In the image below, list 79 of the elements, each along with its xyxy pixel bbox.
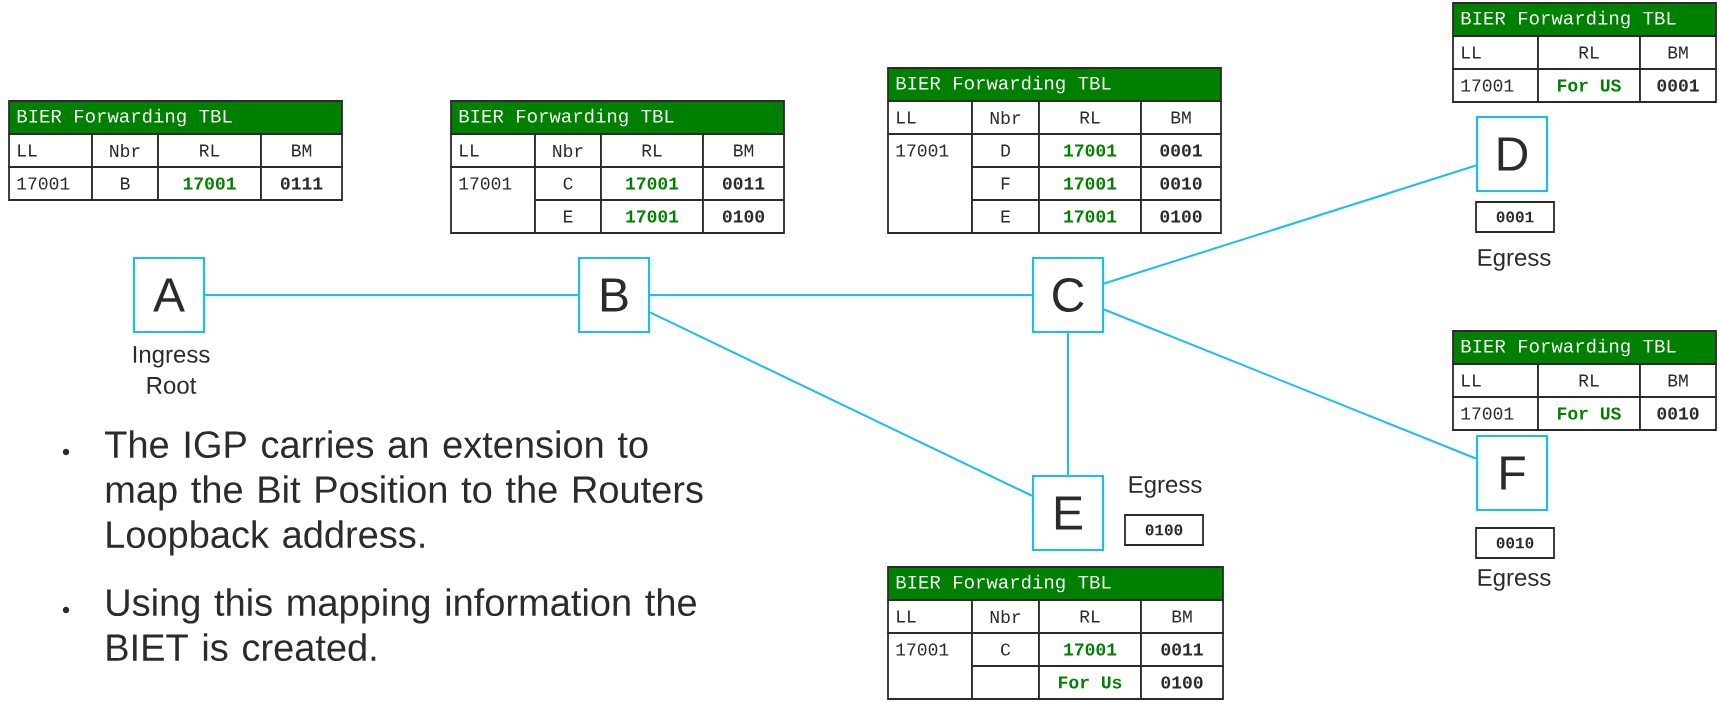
table-header-cell: RL [1537, 35, 1641, 70]
table-cell: 17001 [1038, 166, 1142, 201]
table-cell: 17001 [157, 166, 262, 201]
table-cell: 0111 [260, 166, 343, 201]
table-cell: 0100 [1140, 665, 1224, 700]
link-line [649, 294, 1033, 296]
title-bar: BIER Forwarding TBL [450, 100, 785, 135]
bitmask-box: 0001 [1475, 201, 1555, 233]
router-box: F [1475, 434, 1549, 512]
node-caption: Egress [1129, 476, 1202, 498]
table-header-cell: Nbr [971, 599, 1040, 634]
table-header-cell: Nbr [534, 133, 602, 168]
table-cell: 17001 [1038, 632, 1142, 667]
title-bar: BIER Forwarding TBL [1452, 330, 1717, 365]
bullet-text: Using this mapping information the BIET is created. [107, 588, 696, 662]
node-caption: Egress [1478, 249, 1551, 271]
router-box: E [1031, 474, 1105, 552]
table-cell: For US [1537, 396, 1641, 431]
table-cell: 17001 [1452, 396, 1539, 431]
link-line [649, 311, 1033, 497]
table-cell: C [971, 632, 1040, 667]
table-cell: 17001 [1038, 133, 1142, 168]
title-bar: BIER Forwarding TBL [887, 67, 1222, 102]
table-cell: 17001 [1038, 199, 1142, 234]
table-cell: B [91, 166, 159, 201]
link-line [204, 294, 579, 296]
router-box: C [1031, 256, 1105, 334]
table-header-cell: BM [1140, 100, 1222, 135]
table-cell: E [971, 199, 1040, 234]
link-line [1103, 308, 1477, 460]
table-header-cell: Nbr [91, 133, 159, 168]
table-cell: For US [1537, 68, 1641, 103]
router-box: D [1475, 115, 1549, 193]
table-header-cell: LL [8, 133, 93, 168]
table-header-cell: RL [600, 133, 704, 168]
title-bar: BIER Forwarding TBL [1452, 2, 1717, 37]
bitmask-box: 0010 [1475, 527, 1555, 559]
table-header-cell: BM [1140, 599, 1224, 634]
table-header-cell: LL [887, 100, 973, 135]
link-line [1103, 164, 1477, 285]
bitmask-box: 0100 [1124, 514, 1204, 546]
table-header-cell: BM [702, 133, 785, 168]
table-cell: F [971, 166, 1040, 201]
table-cell: 0001 [1639, 68, 1717, 103]
title-bar: BIER Forwarding TBL [8, 100, 343, 135]
table-cell: 17001 [1452, 68, 1539, 103]
title-bar: BIER Forwarding TBL [887, 566, 1224, 601]
table-cell: D [971, 133, 1040, 168]
table-cell: For Us [1038, 665, 1142, 700]
table-cell: 17001 [600, 166, 704, 201]
table-header-cell: BM [1639, 35, 1717, 70]
node-caption: Egress [1478, 569, 1551, 591]
table-cell: 0100 [1140, 199, 1222, 234]
table-header-cell: BM [260, 133, 343, 168]
table-cell: 0100 [702, 199, 785, 234]
bullet-text: The IGP carries an extension to map the Bit Position to the Routers Loopback address. [105, 430, 703, 556]
table-cell: 17001 [8, 166, 93, 201]
node-caption: Ingress Root [133, 346, 210, 394]
table-cell: 0001 [1140, 133, 1222, 168]
table-header-cell: Nbr [971, 100, 1040, 135]
table-header-cell: LL [450, 133, 536, 168]
table-header-cell: LL [1452, 363, 1539, 398]
table-header-cell: LL [887, 599, 973, 634]
table-header-cell: RL [157, 133, 262, 168]
router-box: B [577, 256, 651, 334]
table-cell: 0010 [1140, 166, 1222, 201]
table-header-cell: RL [1537, 363, 1641, 398]
table-cell: 0011 [702, 166, 785, 201]
link-line [1067, 332, 1069, 476]
table-header-cell: LL [1452, 35, 1539, 70]
table-cell: C [534, 166, 602, 201]
table-cell: E [534, 199, 602, 234]
table-cell: 17001 [600, 199, 704, 234]
table-header-cell: RL [1038, 599, 1142, 634]
table-header-cell: RL [1038, 100, 1142, 135]
router-box: A [132, 256, 206, 334]
table-header-cell: BM [1639, 363, 1717, 398]
table-cell: 0010 [1639, 396, 1717, 431]
table-cell: 0011 [1140, 632, 1224, 667]
